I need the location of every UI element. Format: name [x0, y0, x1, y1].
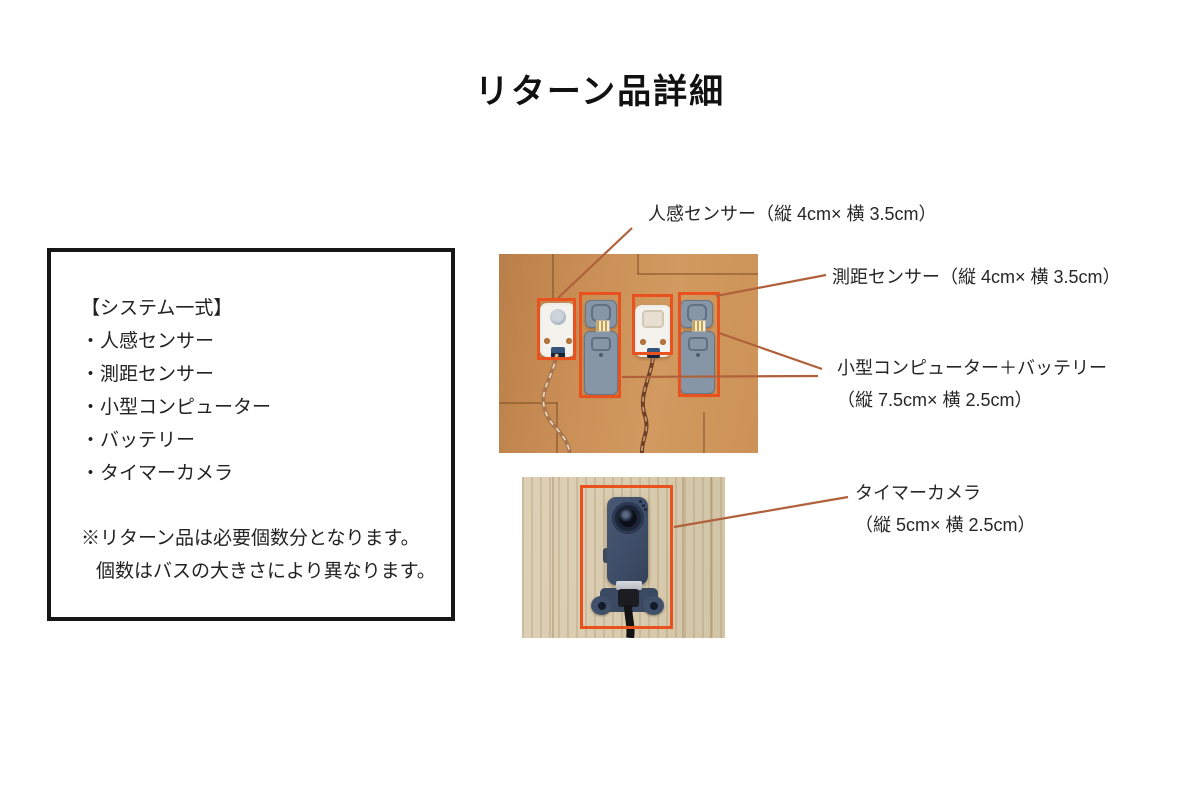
- usb-plug: [618, 589, 639, 607]
- list-item-timer-camera: ・タイマーカメラ: [81, 463, 234, 484]
- label-computer-battery-line2: （縦 7.5cm× 横 2.5cm）: [837, 390, 1033, 410]
- list-item-computer: ・小型コンピューター: [81, 397, 272, 418]
- camera-lens-inner: [619, 509, 637, 527]
- wood-seam: [552, 254, 554, 300]
- wood-seam: [637, 254, 639, 274]
- camera-photo: [522, 477, 725, 638]
- label-timer-camera-line2: （縦 5cm× 横 2.5cm）: [855, 515, 1036, 535]
- label-motion-sensor: 人感センサー（縦 4cm× 横 3.5cm）: [648, 204, 937, 224]
- pin-connector: [596, 320, 610, 332]
- motion-sensor-device: [540, 303, 575, 358]
- wood-grain: [682, 477, 684, 638]
- highlight-box-computer-2: [678, 292, 720, 397]
- list-item-motion-sensor: ・人感センサー: [81, 331, 215, 352]
- timer-camera-device: [607, 497, 648, 585]
- highlight-box-distance-sensor: [632, 294, 673, 355]
- wood-seam: [556, 402, 558, 453]
- wood-grain: [552, 477, 554, 638]
- screw: [544, 338, 550, 344]
- label-distance-sensor: 測距センサー（縦 4cm× 横 3.5cm）: [832, 267, 1121, 287]
- camera-foot: [591, 596, 612, 615]
- wood-seam: [637, 273, 758, 275]
- highlight-box-motion-sensor: [537, 298, 576, 360]
- note-line-1: ※リターン品は必要個数分となります。: [81, 528, 420, 549]
- highlight-box-timer-camera: [580, 485, 673, 629]
- label-computer-battery: 小型コンピューター＋バッテリー （縦 7.5cm× 横 2.5cm）: [837, 352, 1107, 416]
- note-line-2: 個数はバスの大きさにより異なります。: [96, 561, 436, 582]
- system-set-box: 【システム一式】 ・人感センサー ・測距センサー ・小型コンピューター ・バッテ…: [47, 248, 455, 621]
- connector: [551, 347, 565, 358]
- label-computer-battery-line1: 小型コンピューター＋バッテリー: [837, 358, 1107, 378]
- label-timer-camera: タイマーカメラ （縦 5cm× 横 2.5cm）: [855, 477, 1036, 541]
- screw: [660, 339, 666, 345]
- label-timer-camera-line1: タイマーカメラ: [855, 483, 981, 503]
- system-set-heading: 【システム一式】: [81, 298, 233, 319]
- highlight-box-computer-1: [579, 292, 621, 398]
- wood-grain: [710, 477, 712, 638]
- camera-foot: [643, 596, 664, 615]
- sensor-window: [642, 310, 664, 328]
- screw: [640, 339, 646, 345]
- pir-lens: [550, 309, 566, 325]
- pin-connector: [692, 320, 706, 332]
- usb-connector: [616, 581, 642, 590]
- wood-seam: [499, 402, 557, 404]
- list-item-distance-sensor: ・測距センサー: [81, 364, 215, 385]
- wood-seam: [703, 412, 705, 453]
- camera-side-button: [603, 548, 609, 563]
- sensors-photo: [499, 254, 758, 453]
- page-title: リターン品詳細: [474, 73, 726, 111]
- screw: [566, 338, 572, 344]
- list-item-battery: ・バッテリー: [81, 430, 196, 451]
